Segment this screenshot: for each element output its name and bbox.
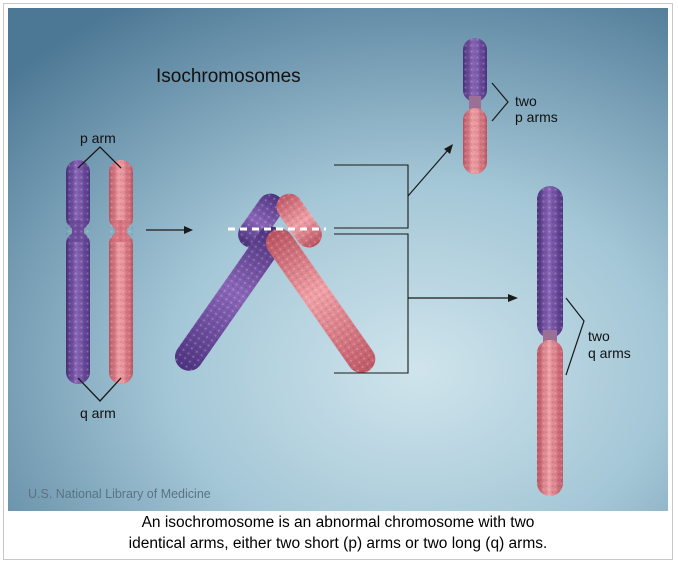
isochromosome-illustration: Isochromosomes p arm q arm xyxy=(8,8,668,511)
caption-line-1: An isochromosome is an abnormal chromoso… xyxy=(141,514,535,531)
figure-caption: An isochromosome is an abnormal chromoso… xyxy=(4,512,672,554)
figure-title: Isochromosomes xyxy=(156,66,301,87)
dividing-chromosome xyxy=(175,193,376,373)
two-p-arms-label-line2: p arms xyxy=(515,109,558,125)
arrow-to-q-isochromosome-head xyxy=(508,294,518,302)
arrow-to-split-head xyxy=(184,226,193,234)
two-q-arms-label-line1: two xyxy=(588,328,610,344)
figure-frame: Isochromosomes p arm q arm xyxy=(3,3,673,560)
p-arm-label: p arm xyxy=(80,130,116,146)
p-arm-bracket xyxy=(77,146,122,169)
two-q-arms-bracket xyxy=(565,297,585,376)
credit-text: U.S. National Library of Medicine xyxy=(28,487,211,501)
q-isochromosome xyxy=(537,186,563,496)
illustration-svg: Isochromosomes p arm q arm xyxy=(8,8,668,511)
normal-chromosome-purple-chromatid xyxy=(66,160,90,384)
two-q-arms-label-line2: q arms xyxy=(588,345,631,361)
normal-chromosome-pink-chromatid xyxy=(109,160,133,384)
arrow-to-p-isochromosome xyxy=(407,149,449,197)
q-arm-bracket xyxy=(77,377,122,402)
q-arm-label: q arm xyxy=(80,405,116,421)
background xyxy=(8,8,668,511)
two-p-arms-label-line1: two xyxy=(515,93,537,109)
two-p-arms-bracket xyxy=(491,82,509,122)
p-arms-bracket xyxy=(334,164,409,229)
q-arms-bracket xyxy=(334,233,409,374)
arrow-to-p-isochromosome-head xyxy=(444,144,453,154)
p-isochromosome xyxy=(463,38,487,174)
caption-line-2: identical arms, either two short (p) arm… xyxy=(128,535,548,552)
